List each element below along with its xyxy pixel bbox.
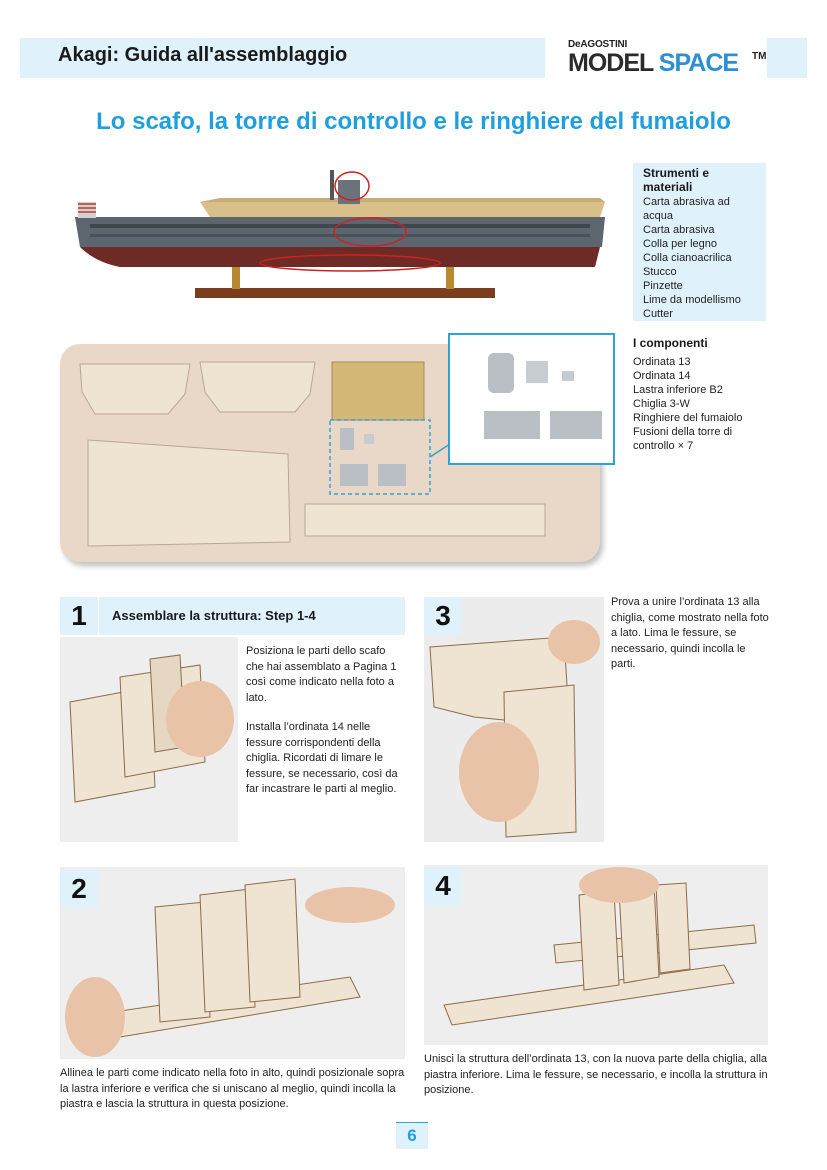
step-1-photo: [60, 637, 238, 842]
component-item: Ordinata 13: [633, 356, 691, 368]
step-4-text: Unisci la struttura dell’ordinata 13, co…: [424, 1053, 768, 1096]
tool-item: Pinzette: [643, 280, 683, 292]
tool-item: Lime da modellismo: [643, 294, 741, 306]
component-item: Fusioni della torre di: [633, 426, 733, 438]
brand-logo: [545, 38, 767, 78]
step-1-heading: Assemblare la struttura: Step 1-4: [112, 608, 316, 623]
header-title: Akagi: Guida all'assemblaggio: [58, 44, 348, 66]
ship-photo: [60, 162, 620, 312]
tool-item: Colla cianoacrilica: [643, 252, 732, 264]
step-1-heading-bar: [99, 597, 405, 635]
logo-space: SPACE: [658, 49, 739, 77]
step-4-number: 4: [424, 867, 462, 905]
logo-model: MODEL: [568, 49, 654, 77]
tool-item: Colla per legno: [643, 238, 717, 250]
step-3-text: Prova a unire l’ordinata 13 alla chiglia…: [611, 596, 769, 670]
page-number: 6: [396, 1122, 428, 1149]
step-2-photo: [60, 867, 405, 1059]
step-3-number: 3: [424, 597, 462, 635]
tools-list: Carta abrasiva ad acqua Carta abrasiva C…: [643, 195, 763, 321]
components-list: Ordinata 13 Ordinata 14 Lastra inferiore…: [633, 355, 773, 453]
logo-trademark: TM: [752, 51, 767, 62]
step-1-text-a: Posiziona le parti dello scafo che hai a…: [246, 645, 397, 704]
tool-item: Carta abrasiva: [643, 224, 715, 236]
logo-publisher: DeAGOSTINI: [568, 39, 628, 50]
step-4-photo: [424, 865, 768, 1045]
tool-item: Stucco: [643, 266, 677, 278]
components-title: I componenti: [633, 336, 708, 350]
component-item: Ordinata 14: [633, 370, 691, 382]
step-2-text: Allinea le parti come indicato nella fot…: [60, 1067, 405, 1110]
page-title: Lo scafo, la torre di controllo e le rin…: [96, 108, 731, 135]
logo-wordmark: MODEL SPACE: [568, 49, 739, 78]
component-item: Lastra inferiore B2: [633, 384, 723, 396]
step-2-number: 2: [60, 870, 98, 908]
tools-title: Strumenti e materiali: [643, 166, 710, 194]
component-item: Chiglia 3-W: [633, 398, 690, 410]
component-item: controllo × 7: [633, 440, 694, 452]
step-1-number: 1: [60, 597, 98, 635]
step-1-text-b: Installa l’ordinata 14 nelle fessure cor…: [246, 721, 398, 795]
component-item: Ringhiere del fumaiolo: [633, 412, 743, 424]
tool-item: Cutter: [643, 308, 673, 320]
tools-box: [633, 163, 766, 321]
tool-item: Carta abrasiva ad: [643, 196, 730, 208]
detail-zoom-box: [448, 333, 615, 465]
tool-item: acqua: [643, 210, 673, 222]
